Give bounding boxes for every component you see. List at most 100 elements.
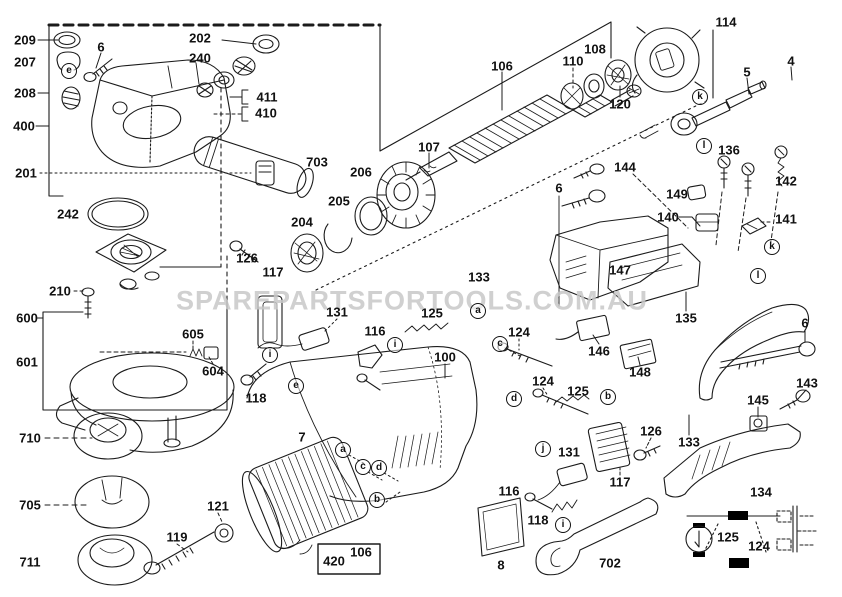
part-label-201-5: 201 xyxy=(15,165,37,181)
part-label-5-21: 5 xyxy=(743,64,751,80)
bearing-flange-drawing xyxy=(81,197,167,319)
part-label-146-32: 146 xyxy=(588,343,610,359)
part-label-208-3: 208 xyxy=(14,85,36,101)
callout-letter-k-1: k xyxy=(692,89,708,105)
part-label-124-50: 124 xyxy=(532,373,554,389)
part-label-206-12: 206 xyxy=(350,164,372,180)
callout-letter-a-12: a xyxy=(335,442,351,458)
part-label-124-47: 124 xyxy=(508,324,530,340)
part-label-705-55: 705 xyxy=(19,497,41,513)
part-label-117-65: 117 xyxy=(609,474,631,490)
part-label-108-17: 108 xyxy=(584,41,606,57)
wrench-drawing xyxy=(535,497,659,576)
part-label-143-35: 143 xyxy=(796,375,818,391)
bearing-stack-top-right xyxy=(560,59,632,110)
part-label-106-16: 106 xyxy=(491,58,513,74)
part-label-600-40: 600 xyxy=(16,310,38,326)
boxed-label-frame xyxy=(317,543,381,575)
callout-letter-d-10: d xyxy=(506,391,522,407)
watermark: SPAREPARTSFORTOOLS.COM.AU xyxy=(175,285,649,316)
part-label-209-0: 209 xyxy=(14,32,36,48)
callout-letter-i-6: i xyxy=(262,347,278,363)
part-label-711-56: 711 xyxy=(19,554,41,570)
part-label-710-54: 710 xyxy=(19,430,41,446)
part-label-205-13: 205 xyxy=(328,193,350,209)
part-label-148-33: 148 xyxy=(629,364,651,380)
callout-letter-c-9: c xyxy=(492,336,508,352)
part-label-149-27: 149 xyxy=(666,186,688,202)
part-label-116-45: 116 xyxy=(364,323,386,339)
callout-letter-i-17: i xyxy=(555,517,571,533)
part-label-410-9: 410 xyxy=(255,105,277,121)
callout-letter-b-15: b xyxy=(369,492,385,508)
part-label-133-48: 133 xyxy=(468,269,490,285)
callout-letter-b-11: b xyxy=(600,389,616,405)
part-label-147-30: 147 xyxy=(609,262,631,278)
part-label-202-6: 202 xyxy=(189,30,211,46)
part-label-125-51: 125 xyxy=(567,383,589,399)
part-label-119-57: 119 xyxy=(166,529,188,545)
part-label-116-61: 116 xyxy=(498,483,520,499)
part-label-133-67: 133 xyxy=(678,434,700,450)
part-label-7-53: 7 xyxy=(298,429,306,445)
part-label-110-18: 110 xyxy=(562,53,584,69)
part-label-702-69: 702 xyxy=(599,555,621,571)
part-label-144-23: 144 xyxy=(614,159,636,175)
callout-letter-c-13: c xyxy=(355,459,371,475)
callout-letter-l-2: l xyxy=(696,138,712,154)
wheel-guard-drawing xyxy=(55,346,235,453)
part-label-114-20: 114 xyxy=(715,14,737,30)
reference-frame xyxy=(42,21,714,575)
field-stator-drawing xyxy=(241,436,369,555)
part-label-6-34: 6 xyxy=(801,315,809,331)
part-label-121-58: 121 xyxy=(207,498,229,514)
part-label-120-19: 120 xyxy=(609,96,631,112)
part-label-207-2: 207 xyxy=(14,54,36,70)
part-label-117-38: 117 xyxy=(262,264,284,280)
part-label-134-68: 134 xyxy=(750,484,772,500)
part-label-124-71: 124 xyxy=(748,538,770,554)
part-label-118-52: 118 xyxy=(245,390,267,406)
callout-letter-i-5: i xyxy=(387,337,403,353)
part-label-135-31: 135 xyxy=(675,310,697,326)
part-label-204-14: 204 xyxy=(291,214,313,230)
part-label-703-11: 703 xyxy=(306,154,328,170)
callout-letter-a-8: a xyxy=(470,303,486,319)
part-label-6-29: 6 xyxy=(555,180,563,196)
part-label-118-62: 118 xyxy=(527,512,549,528)
flange-discs-drawing xyxy=(73,412,234,586)
part-label-4-22: 4 xyxy=(787,53,795,69)
gear-housing-drawing xyxy=(91,59,231,168)
part-label-210-39: 210 xyxy=(49,283,71,299)
part-label-8-63: 8 xyxy=(497,557,505,573)
right-brush-holder-drawing xyxy=(477,421,661,557)
part-label-420-59: 420 xyxy=(323,553,345,569)
part-label-601-41: 601 xyxy=(16,354,38,370)
gear-train-drawing xyxy=(290,161,436,273)
callout-letter-k-3: k xyxy=(764,239,780,255)
part-label-142-25: 142 xyxy=(775,173,797,189)
callout-letter-j-16: j xyxy=(535,441,551,457)
part-label-240-7: 240 xyxy=(189,50,211,66)
part-label-136-24: 136 xyxy=(718,142,740,158)
part-label-131-64: 131 xyxy=(558,444,580,460)
callout-letter-d-14: d xyxy=(371,460,387,476)
part-label-242-10: 242 xyxy=(57,206,79,222)
part-label-126-66: 126 xyxy=(640,423,662,439)
part-label-125-46: 125 xyxy=(421,305,443,321)
part-label-107-15: 107 xyxy=(418,139,440,155)
spindle-drawing xyxy=(639,80,767,139)
fan-baffle-114-drawing xyxy=(631,26,705,94)
part-label-140-28: 140 xyxy=(657,209,679,225)
part-label-106-60: 106 xyxy=(350,544,372,560)
part-label-6-1: 6 xyxy=(97,39,105,55)
washer-stack-202-240 xyxy=(196,34,280,98)
part-label-605-42: 605 xyxy=(182,326,204,342)
part-label-411-8: 411 xyxy=(256,89,278,105)
callout-letter-l-4: l xyxy=(750,268,766,284)
callout-letter-e-7: e xyxy=(288,378,304,394)
part-label-131-44: 131 xyxy=(326,304,348,320)
